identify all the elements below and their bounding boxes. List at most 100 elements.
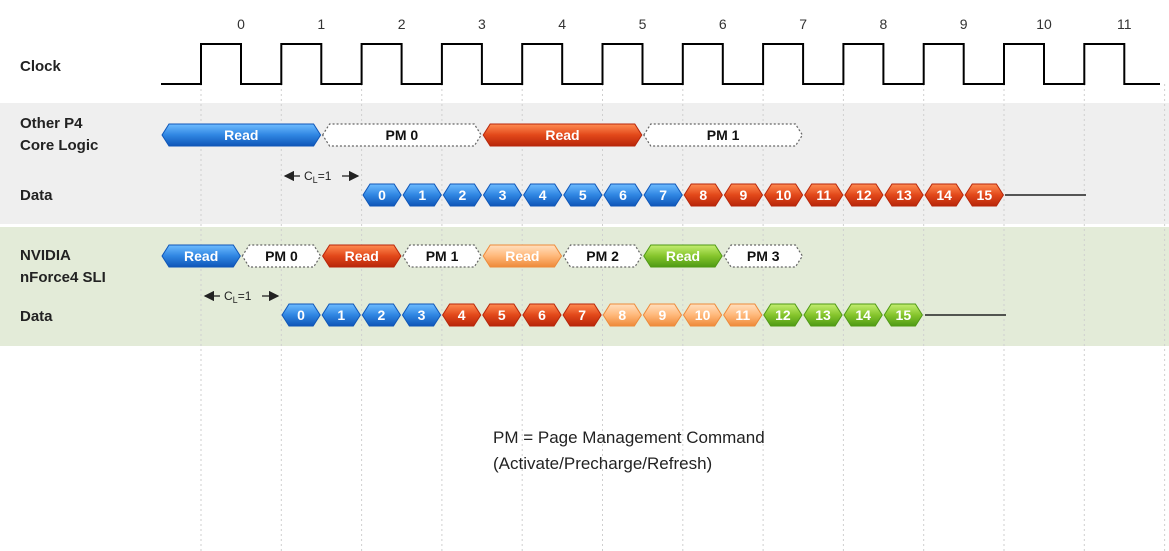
clock-tick-label: 10	[1036, 16, 1052, 32]
clock-tick-label: 6	[719, 16, 727, 32]
svg-text:7: 7	[659, 187, 667, 203]
svg-text:14: 14	[855, 307, 871, 323]
svg-text:Read: Read	[666, 248, 700, 264]
svg-text:CL=1: CL=1	[224, 289, 252, 305]
other-p4-beat: 7	[643, 183, 683, 207]
nvidia-pm-command: PM 3	[723, 244, 804, 268]
nvidia-pm-command: PM 2	[562, 244, 643, 268]
svg-text:PM 0: PM 0	[386, 127, 419, 143]
svg-text:PM 1: PM 1	[707, 127, 740, 143]
other-p4-beat: 2	[442, 183, 483, 207]
other-p4-pm-command: PM 1	[643, 123, 804, 147]
svg-text:6: 6	[619, 187, 627, 203]
nvidia-beat: 2	[361, 303, 402, 327]
svg-text:0: 0	[378, 187, 386, 203]
other-p4-beat: 5	[563, 183, 603, 207]
nvidia-command-row: Read PM 0 Read PM 1 Read PM 2 Read PM 3	[161, 244, 804, 268]
pm-legend-line2: (Activate/Precharge/Refresh)	[493, 454, 712, 473]
nvidia-beat: 0	[281, 303, 321, 327]
other-p4-beat: 10	[763, 183, 804, 207]
nvidia-beat: 3	[401, 303, 442, 327]
other-p4-beat: 11	[804, 183, 844, 207]
other-p4-command-row: Read PM 0 Read PM 1	[161, 123, 804, 147]
svg-text:PM 0: PM 0	[265, 248, 298, 264]
pm-legend-line1: PM = Page Management Command	[493, 428, 765, 447]
nvidia-pm-command: PM 0	[241, 244, 322, 268]
clock-tick-label: 1	[317, 16, 325, 32]
nvidia-beat: 11	[723, 303, 763, 327]
svg-text:0: 0	[297, 307, 305, 323]
svg-text:15: 15	[896, 307, 912, 323]
nvidia-beat: 13	[803, 303, 843, 327]
other-p4-cl-annotation: CL=1	[283, 169, 360, 185]
svg-text:5: 5	[579, 187, 587, 203]
svg-text:10: 10	[776, 187, 792, 203]
svg-text:6: 6	[538, 307, 546, 323]
svg-text:PM 3: PM 3	[747, 248, 780, 264]
other-p4-read-command: Read	[161, 123, 322, 147]
nvidia-beat: 6	[522, 303, 562, 327]
clock-waveform	[161, 43, 1160, 85]
other-p4-beat: 13	[884, 183, 924, 207]
nvidia-read-command: Read	[322, 244, 402, 268]
svg-text:11: 11	[816, 187, 831, 203]
nvidia-beat: 8	[602, 303, 642, 327]
other-p4-beat: 14	[924, 183, 964, 207]
svg-text:7: 7	[578, 307, 586, 323]
svg-text:12: 12	[775, 307, 791, 323]
svg-text:12: 12	[856, 187, 872, 203]
svg-text:PM 2: PM 2	[586, 248, 619, 264]
svg-text:15: 15	[977, 187, 993, 203]
nvidia-data-label: Data	[20, 308, 53, 325]
svg-text:Read: Read	[224, 127, 258, 143]
other-p4-beat: 8	[683, 183, 723, 207]
clock-tick-label: 4	[558, 16, 566, 32]
other-p4-read-command: Read	[482, 123, 643, 147]
nvidia-beat: 5	[482, 303, 522, 327]
clock-label: Clock	[20, 58, 62, 75]
nvidia-cl-annotation: CL=1	[203, 289, 280, 305]
nvidia-read-command: Read	[482, 244, 563, 268]
other-p4-beat: 0	[362, 183, 402, 207]
nvidia-beat: 7	[562, 303, 602, 327]
other-p4-pm-command: PM 0	[321, 123, 482, 147]
svg-text:9: 9	[740, 187, 748, 203]
clock-tick-label: 8	[880, 16, 888, 32]
nvidia-pm-command: PM 1	[402, 244, 482, 268]
nvidia-beat: 4	[442, 303, 482, 327]
nvidia-beat: 12	[763, 303, 803, 327]
other-p4-label: Other P4 Core Logic	[20, 115, 98, 154]
other-p4-beat: 3	[482, 183, 523, 207]
nvidia-beat: 10	[682, 303, 723, 327]
nvidia-read-command: Read	[161, 244, 241, 268]
svg-text:1: 1	[337, 307, 345, 323]
nvidia-beat: 15	[883, 303, 923, 327]
other-p4-beat: 9	[723, 183, 764, 207]
svg-text:3: 3	[499, 187, 507, 203]
clock-tick-label: 3	[478, 16, 486, 32]
svg-text:Read: Read	[505, 248, 539, 264]
clock-tick-label: 11	[1117, 16, 1132, 32]
svg-text:8: 8	[618, 307, 626, 323]
clock-tick-label: 0	[237, 16, 245, 32]
svg-text:4: 4	[458, 307, 466, 323]
svg-text:2: 2	[458, 187, 466, 203]
svg-text:Read: Read	[184, 248, 218, 264]
nvidia-beat: 1	[321, 303, 361, 327]
svg-text:9: 9	[659, 307, 667, 323]
clock-tick-label: 5	[639, 16, 647, 32]
svg-text:4: 4	[539, 187, 547, 203]
other-p4-beat: 4	[523, 183, 563, 207]
other-p4-data-label: Data	[20, 187, 53, 204]
svg-text:CL=1: CL=1	[304, 169, 332, 185]
clock-tick-label: 2	[398, 16, 406, 32]
svg-text:2: 2	[377, 307, 385, 323]
svg-text:Read: Read	[345, 248, 379, 264]
clock-tick-label: 9	[960, 16, 968, 32]
svg-text:11: 11	[735, 307, 750, 323]
svg-text:PM 1: PM 1	[426, 248, 459, 264]
